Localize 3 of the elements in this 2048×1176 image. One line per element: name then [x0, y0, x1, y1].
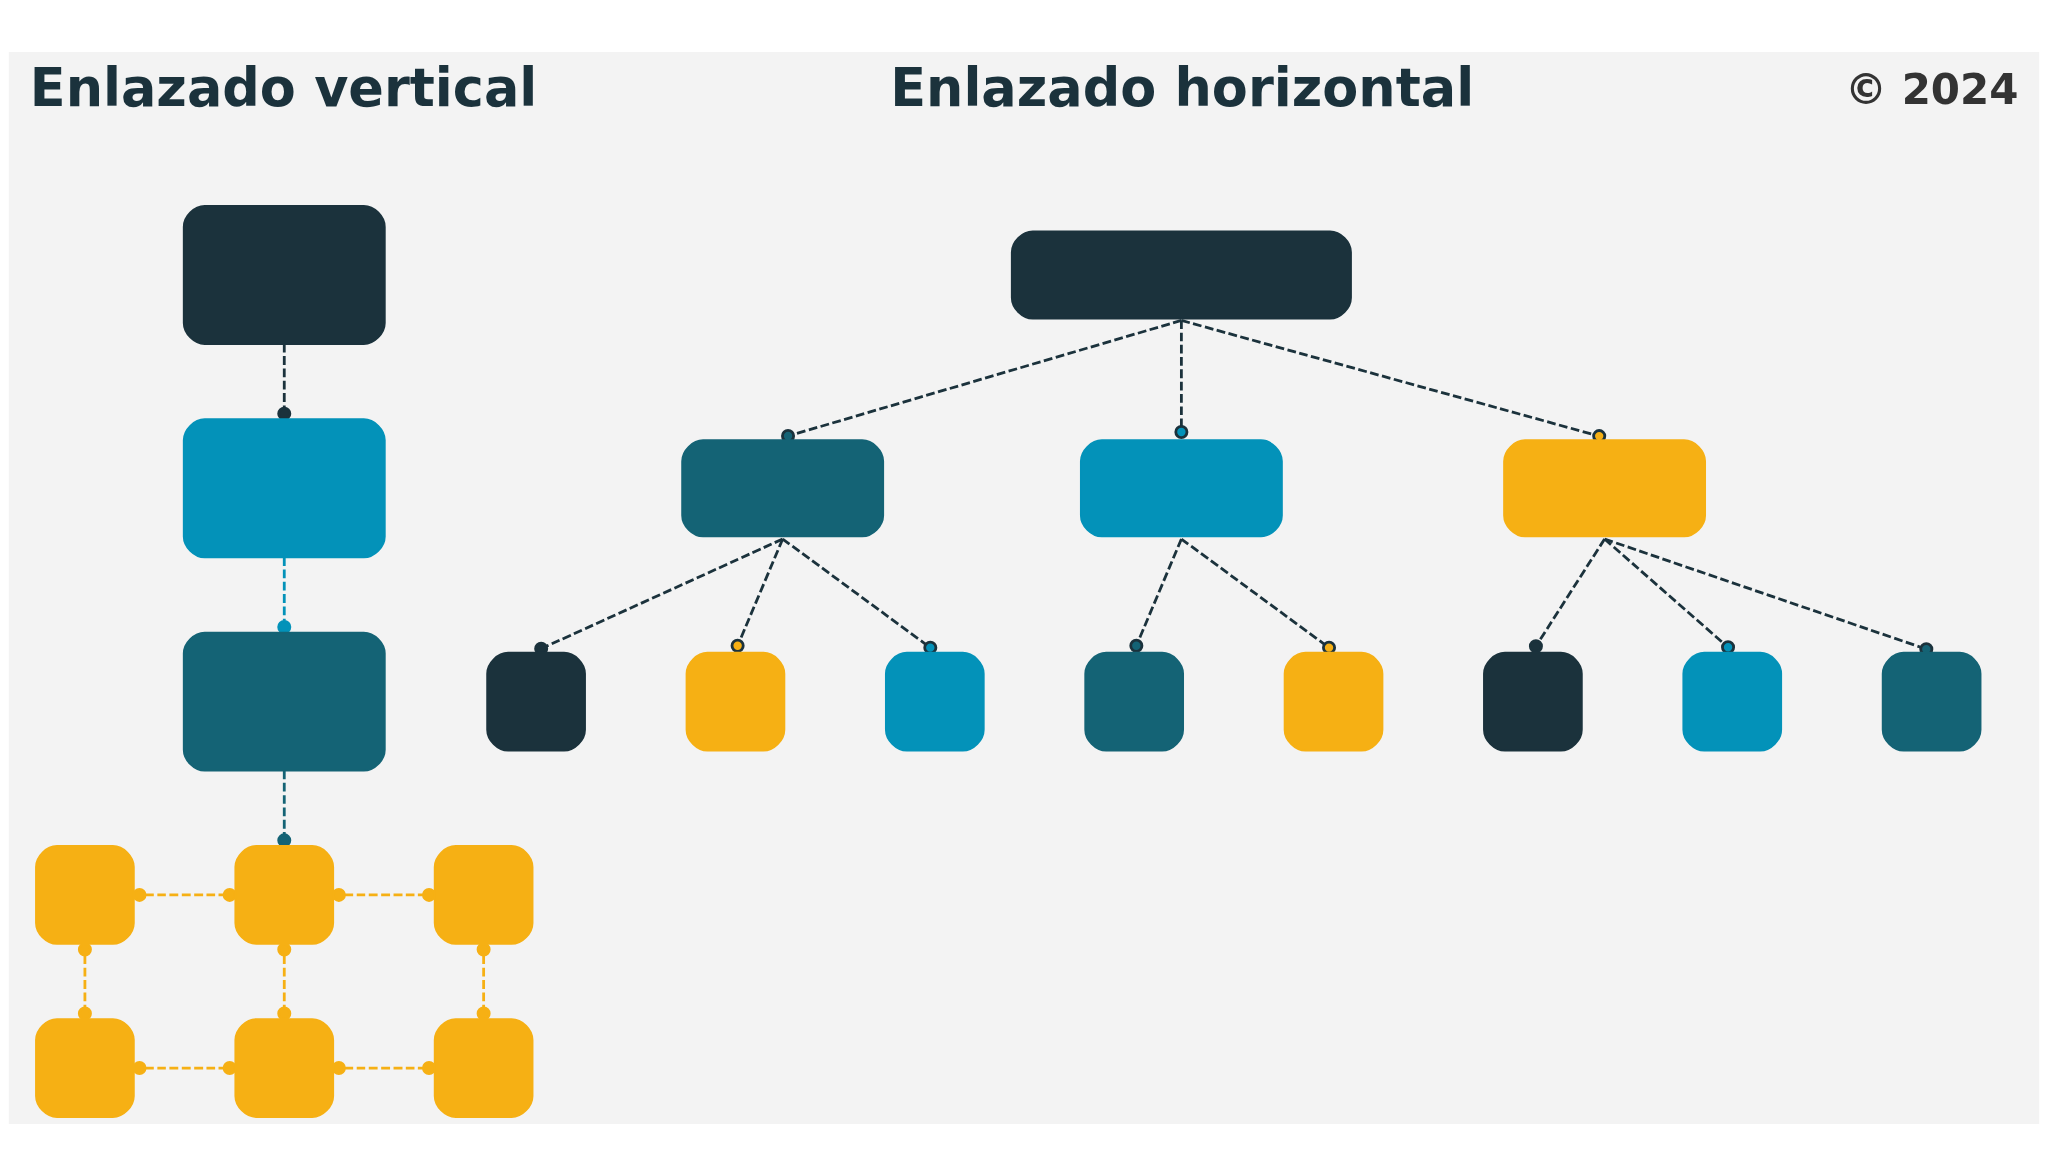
label: Enlazado vertical — [29, 57, 538, 119]
label: © 2024 — [1845, 64, 2019, 114]
label: Enlazado horizontal — [890, 57, 1475, 119]
